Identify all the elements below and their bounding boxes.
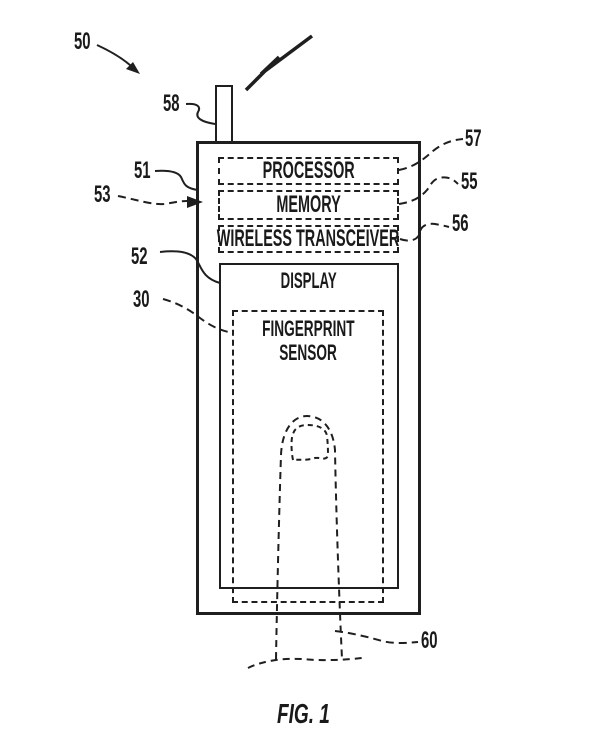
fingerprint-sensor-box: FINGERPRINT SENSOR — [232, 310, 384, 603]
ref-57-processor: 57 — [465, 125, 482, 152]
ref-56-transceiver: 56 — [452, 210, 469, 237]
leader-60 — [334, 630, 419, 644]
leader-53 — [117, 195, 188, 206]
leader-50-arrowhead — [126, 62, 140, 74]
ref-53: 53 — [94, 181, 111, 208]
processor-box: PROCESSOR — [218, 157, 399, 185]
leader-58 — [185, 102, 216, 125]
finger-base-line — [247, 657, 363, 669]
display-label: DISPLAY — [280, 268, 337, 293]
leader-51 — [154, 169, 199, 191]
ref-51: 51 — [134, 157, 151, 184]
ref-30-sensor: 30 — [133, 286, 150, 313]
leader-50 — [96, 44, 132, 67]
ref-58-antenna: 58 — [163, 90, 180, 117]
antenna-shape — [215, 85, 233, 143]
ref-50-device: 50 — [74, 28, 91, 55]
wireless-transceiver-box: WIRELESS TRANSCEIVER — [217, 225, 400, 253]
wireless-transceiver-label: WIRELESS TRANSCEIVER — [217, 225, 400, 252]
ref-60-finger: 60 — [421, 627, 438, 654]
lightning-bolt-icon — [244, 34, 314, 92]
ref-55-memory: 55 — [461, 168, 478, 195]
memory-label: MEMORY — [276, 191, 341, 218]
processor-label: PROCESSOR — [262, 157, 355, 184]
memory-box: MEMORY — [218, 190, 399, 220]
ref-52-display: 52 — [131, 243, 148, 270]
fingerprint-sensor-label: FINGERPRINT SENSOR — [262, 316, 355, 365]
figure-caption: FIG. 1 — [277, 698, 330, 729]
